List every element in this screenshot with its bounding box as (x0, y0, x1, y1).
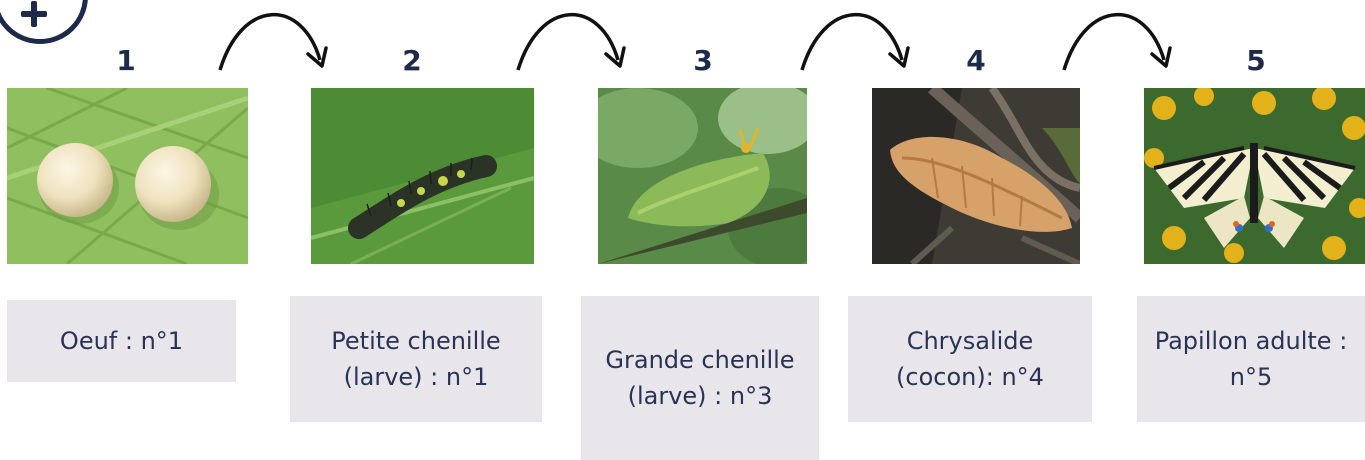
stage-4-label: Chrysalide (cocon): n°4 (848, 296, 1092, 422)
stage-4-number: 4 (956, 44, 996, 77)
arrow-4-to-5-icon (1056, 4, 1176, 76)
stage-2-number: 2 (392, 44, 432, 77)
stage-1-number: 1 (106, 44, 146, 77)
plus-icon (21, 1, 47, 27)
stage-1-label: Oeuf : n°1 (7, 300, 236, 382)
stage-5-label: Papillon adulte : n°5 (1137, 296, 1365, 422)
stage-5-number: 5 (1236, 44, 1276, 77)
stage-3-number: 3 (683, 44, 723, 77)
stage-2-label: Petite chenille (larve) : n°1 (290, 296, 542, 422)
stage-3-label: Grande chenille (larve) : n°3 (581, 296, 819, 460)
arrow-2-to-3-icon (510, 4, 630, 76)
plus-badge-icon (0, 0, 88, 44)
large-caterpillar-photo (598, 88, 807, 264)
arrow-3-to-4-icon (794, 4, 914, 76)
small-caterpillar-photo (311, 88, 534, 264)
arrow-1-to-2-icon (212, 4, 332, 76)
eggs-photo (7, 88, 248, 264)
butterfly-photo (1144, 88, 1365, 264)
chrysalis-photo (872, 88, 1080, 264)
